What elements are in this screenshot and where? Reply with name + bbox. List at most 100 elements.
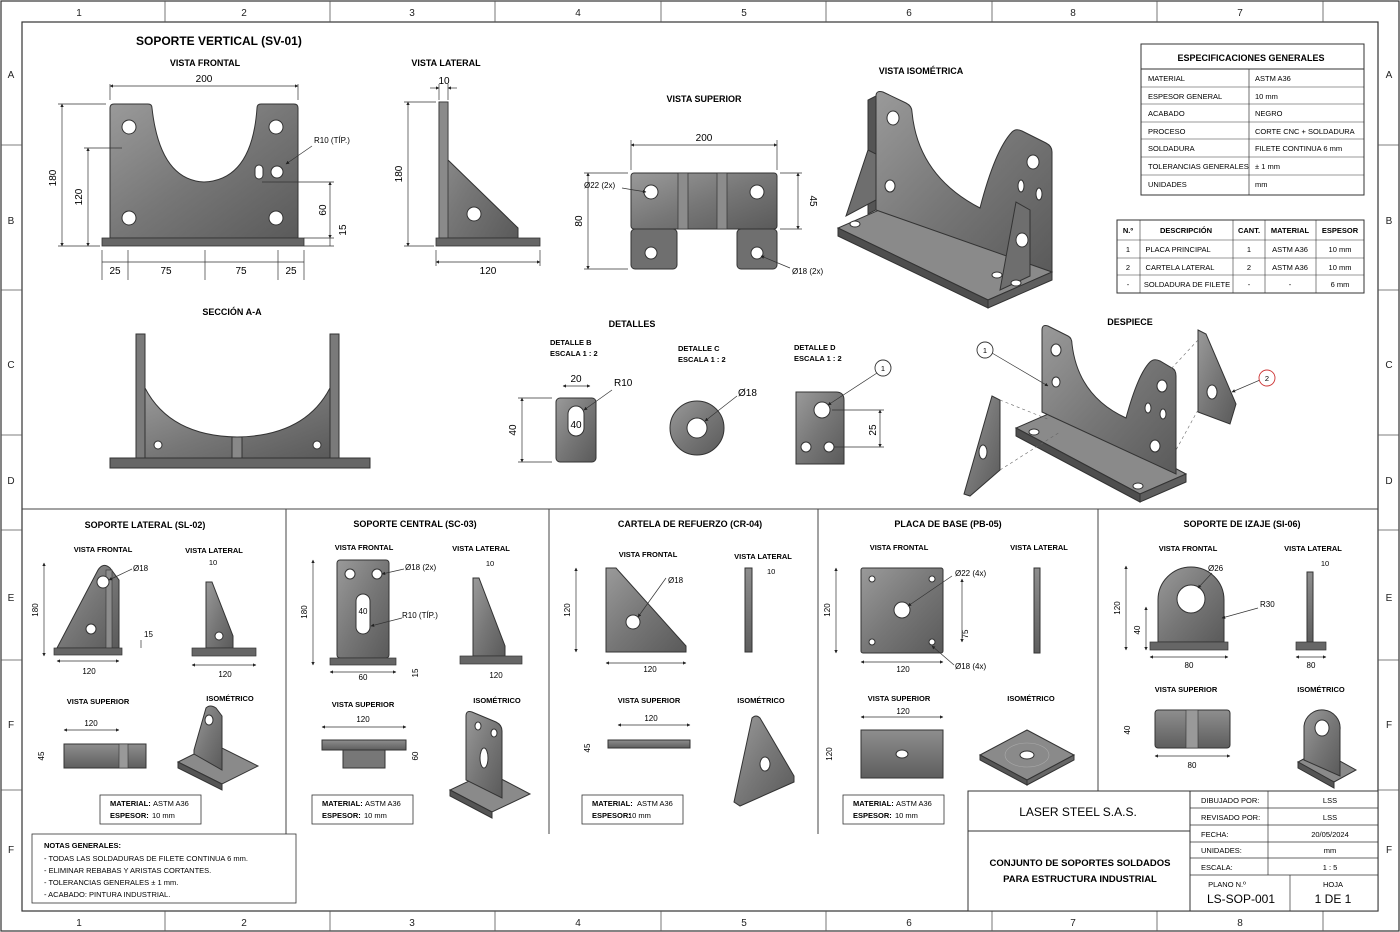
- specs-key-7: UNIDADES: [1148, 180, 1187, 189]
- detail-d-dim-25: 25: [868, 424, 879, 436]
- sv01-top-dim-80: 80: [574, 215, 585, 227]
- zone-row-right-b: B: [1386, 216, 1393, 227]
- sv01-front-dim-60: 60: [318, 204, 329, 216]
- zone-col-top-8: 7: [1237, 8, 1243, 19]
- si06-title: SOPORTE DE IZAJE (SI-06): [1183, 519, 1300, 529]
- sc03-top-dim-120: 120: [356, 715, 370, 724]
- sl02-front-label: VISTA FRONTAL: [74, 545, 133, 554]
- sv01-top-view: VISTA SUPERIOR 200 Ø22 (2x) 80 45 Ø18 (2…: [574, 94, 823, 276]
- zone-row-left-f: F: [8, 720, 14, 731]
- bom-r2-thickness: 10 mm: [1329, 263, 1352, 272]
- specs-title: ESPECIFICACIONES GENERALES: [1177, 53, 1324, 63]
- specs-val-5: FILETE CONTINUA 6 mm: [1255, 144, 1342, 153]
- border-zone-labels: 1 2 3 4 5 6 8 7 1 2 3 4 5 6 7 8 A B C D …: [7, 8, 1392, 929]
- sv01-side-dim-120: 120: [480, 266, 497, 277]
- bom-r1-material: ASTM A36: [1272, 245, 1308, 254]
- cr04-material-value: ASTM A36: [637, 799, 673, 808]
- sv01-front-dim-180: 180: [48, 169, 59, 186]
- si06-front-label: VISTA FRONTAL: [1159, 544, 1218, 553]
- sc03-dim-60: 60: [359, 673, 368, 682]
- sv01-top-dim-45: 45: [807, 195, 818, 207]
- specs-key-2: ESPESOR GENERAL: [1148, 92, 1222, 101]
- cr04-thickness-value: 10 mm: [628, 811, 651, 820]
- sc03-front-label: VISTA FRONTAL: [335, 543, 394, 552]
- specs-table: ESPECIFICACIONES GENERALES MATERIAL ASTM…: [1140, 43, 1365, 196]
- sc03-side-dim-10: 10: [486, 559, 494, 568]
- sl02-top-label: VISTA SUPERIOR: [67, 697, 130, 706]
- sv01-front-callout-r10: R10 (TÍP.): [314, 136, 350, 145]
- si06-callout-r30: R30: [1260, 600, 1275, 609]
- sv01-iso-label: VISTA ISOMÉTRICA: [879, 66, 964, 76]
- sl02-top-dim-45: 45: [37, 751, 46, 760]
- zone-row-right-f: F: [1386, 720, 1392, 731]
- sl02-thickness-label: ESPESOR:: [110, 811, 149, 820]
- tb-scale-label: ESCALA:: [1201, 863, 1233, 872]
- si06-panel: SOPORTE DE IZAJE (SI-06) VISTA FRONTAL V…: [1113, 519, 1358, 789]
- pb05-material-value: ASTM A36: [896, 799, 932, 808]
- zone-row-right-c: C: [1385, 360, 1392, 371]
- sv01-front-view: VISTA FRONTAL 200 180 120 60: [48, 58, 350, 280]
- sl02-thickness-value: 10 mm: [152, 811, 175, 820]
- sl02-panel: SOPORTE LATERAL (SL-02) VISTA FRONTAL VI…: [31, 520, 260, 825]
- specs-val-6: ± 1 mm: [1255, 162, 1280, 171]
- pb05-iso-label: ISOMÉTRICO: [1007, 694, 1055, 703]
- sc03-panel: SOPORTE CENTRAL (SC-03) VISTA FRONTAL VI…: [300, 519, 532, 825]
- sl02-iso-label: ISOMÉTRICO: [206, 694, 254, 703]
- tb-reviewed-value: LSS: [1323, 813, 1337, 822]
- pb05-callout-d18: Ø18 (4x): [955, 662, 986, 671]
- zone-col-bottom-6: 6: [906, 918, 912, 929]
- detail-c-scale: ESCALA 1 : 2: [678, 355, 726, 364]
- si06-dim-80: 80: [1185, 661, 1194, 670]
- si06-dim-40: 40: [1133, 625, 1142, 634]
- specs-key-3: ACABADO: [1148, 109, 1185, 118]
- sc03-top-label: VISTA SUPERIOR: [332, 700, 395, 709]
- sc03-callout-d18: Ø18 (2x): [405, 563, 436, 572]
- si06-top-dim-80: 80: [1188, 761, 1197, 770]
- zone-row-left-a: A: [8, 70, 15, 81]
- sv01-details: DETALLES DETALLE B ESCALA 1 : 2 20 R10 4…: [508, 319, 892, 465]
- bom-r1-desc: PLACA PRINCIPAL: [1145, 245, 1210, 254]
- sc03-title: SOPORTE CENTRAL (SC-03): [353, 519, 476, 529]
- detail-b-label: DETALLE B: [550, 338, 592, 347]
- sl02-dim-120: 120: [82, 667, 96, 676]
- sv01-isometric-view: VISTA ISOMÉTRICA: [836, 66, 1054, 309]
- notes-item-4: - ACABADO: PINTURA INDUSTRIAL.: [44, 890, 170, 899]
- sv01-side-view: VISTA LATERAL 10 180 120: [394, 58, 541, 277]
- sv01-front-label: VISTA FRONTAL: [170, 58, 241, 68]
- detail-d-balloon-1: 1: [881, 364, 885, 373]
- sv01-section-label: SECCIÓN A-A: [202, 306, 262, 317]
- notes-item-1: - TODAS LAS SOLDADURAS DE FILETE CONTINU…: [44, 854, 248, 863]
- tb-scale-value: 1 : 5: [1323, 863, 1338, 872]
- cr04-dim-120: 120: [563, 603, 572, 617]
- sc03-material-value: ASTM A36: [365, 799, 401, 808]
- sv01-front-dim-25b: 25: [285, 266, 297, 277]
- bom-r3-thickness: 6 mm: [1331, 280, 1350, 289]
- pb05-dim-w120: 120: [896, 665, 910, 674]
- bom-r1-thickness: 10 mm: [1329, 245, 1352, 254]
- zone-col-bottom-3: 3: [409, 918, 415, 929]
- sv01-section-aa: SECCIÓN A-A: [109, 306, 371, 469]
- bom-header-desc: DESCRIPCIÓN: [1160, 226, 1212, 235]
- pb05-dim-120: 120: [823, 603, 832, 617]
- pb05-callout-d22: Ø22 (4x): [955, 569, 986, 578]
- zone-row-right-f2: F: [1386, 845, 1392, 856]
- sl02-side-dim-120: 120: [218, 670, 232, 679]
- detail-b-dim-40: 40: [508, 424, 519, 436]
- si06-callout-d26: Ø26: [1208, 564, 1224, 573]
- zone-col-top-3: 3: [409, 8, 415, 19]
- si06-top-dim-40: 40: [1123, 725, 1132, 734]
- bom-r3-qty: -: [1248, 280, 1251, 289]
- sv01-front-dim-75b: 75: [235, 266, 247, 277]
- pb05-thickness-value: 10 mm: [895, 811, 918, 820]
- zone-col-bottom-8: 8: [1237, 918, 1243, 929]
- sc03-material-label: MATERIAL:: [322, 799, 363, 808]
- sc03-dim-15: 15: [411, 668, 420, 677]
- sc03-dim-40: 40: [359, 607, 368, 616]
- zone-col-bottom-2: 2: [241, 918, 247, 929]
- zone-col-top-1: 1: [76, 8, 82, 19]
- detail-b-scale: ESCALA 1 : 2: [550, 349, 598, 358]
- specs-val-1: ASTM A36: [1255, 74, 1291, 83]
